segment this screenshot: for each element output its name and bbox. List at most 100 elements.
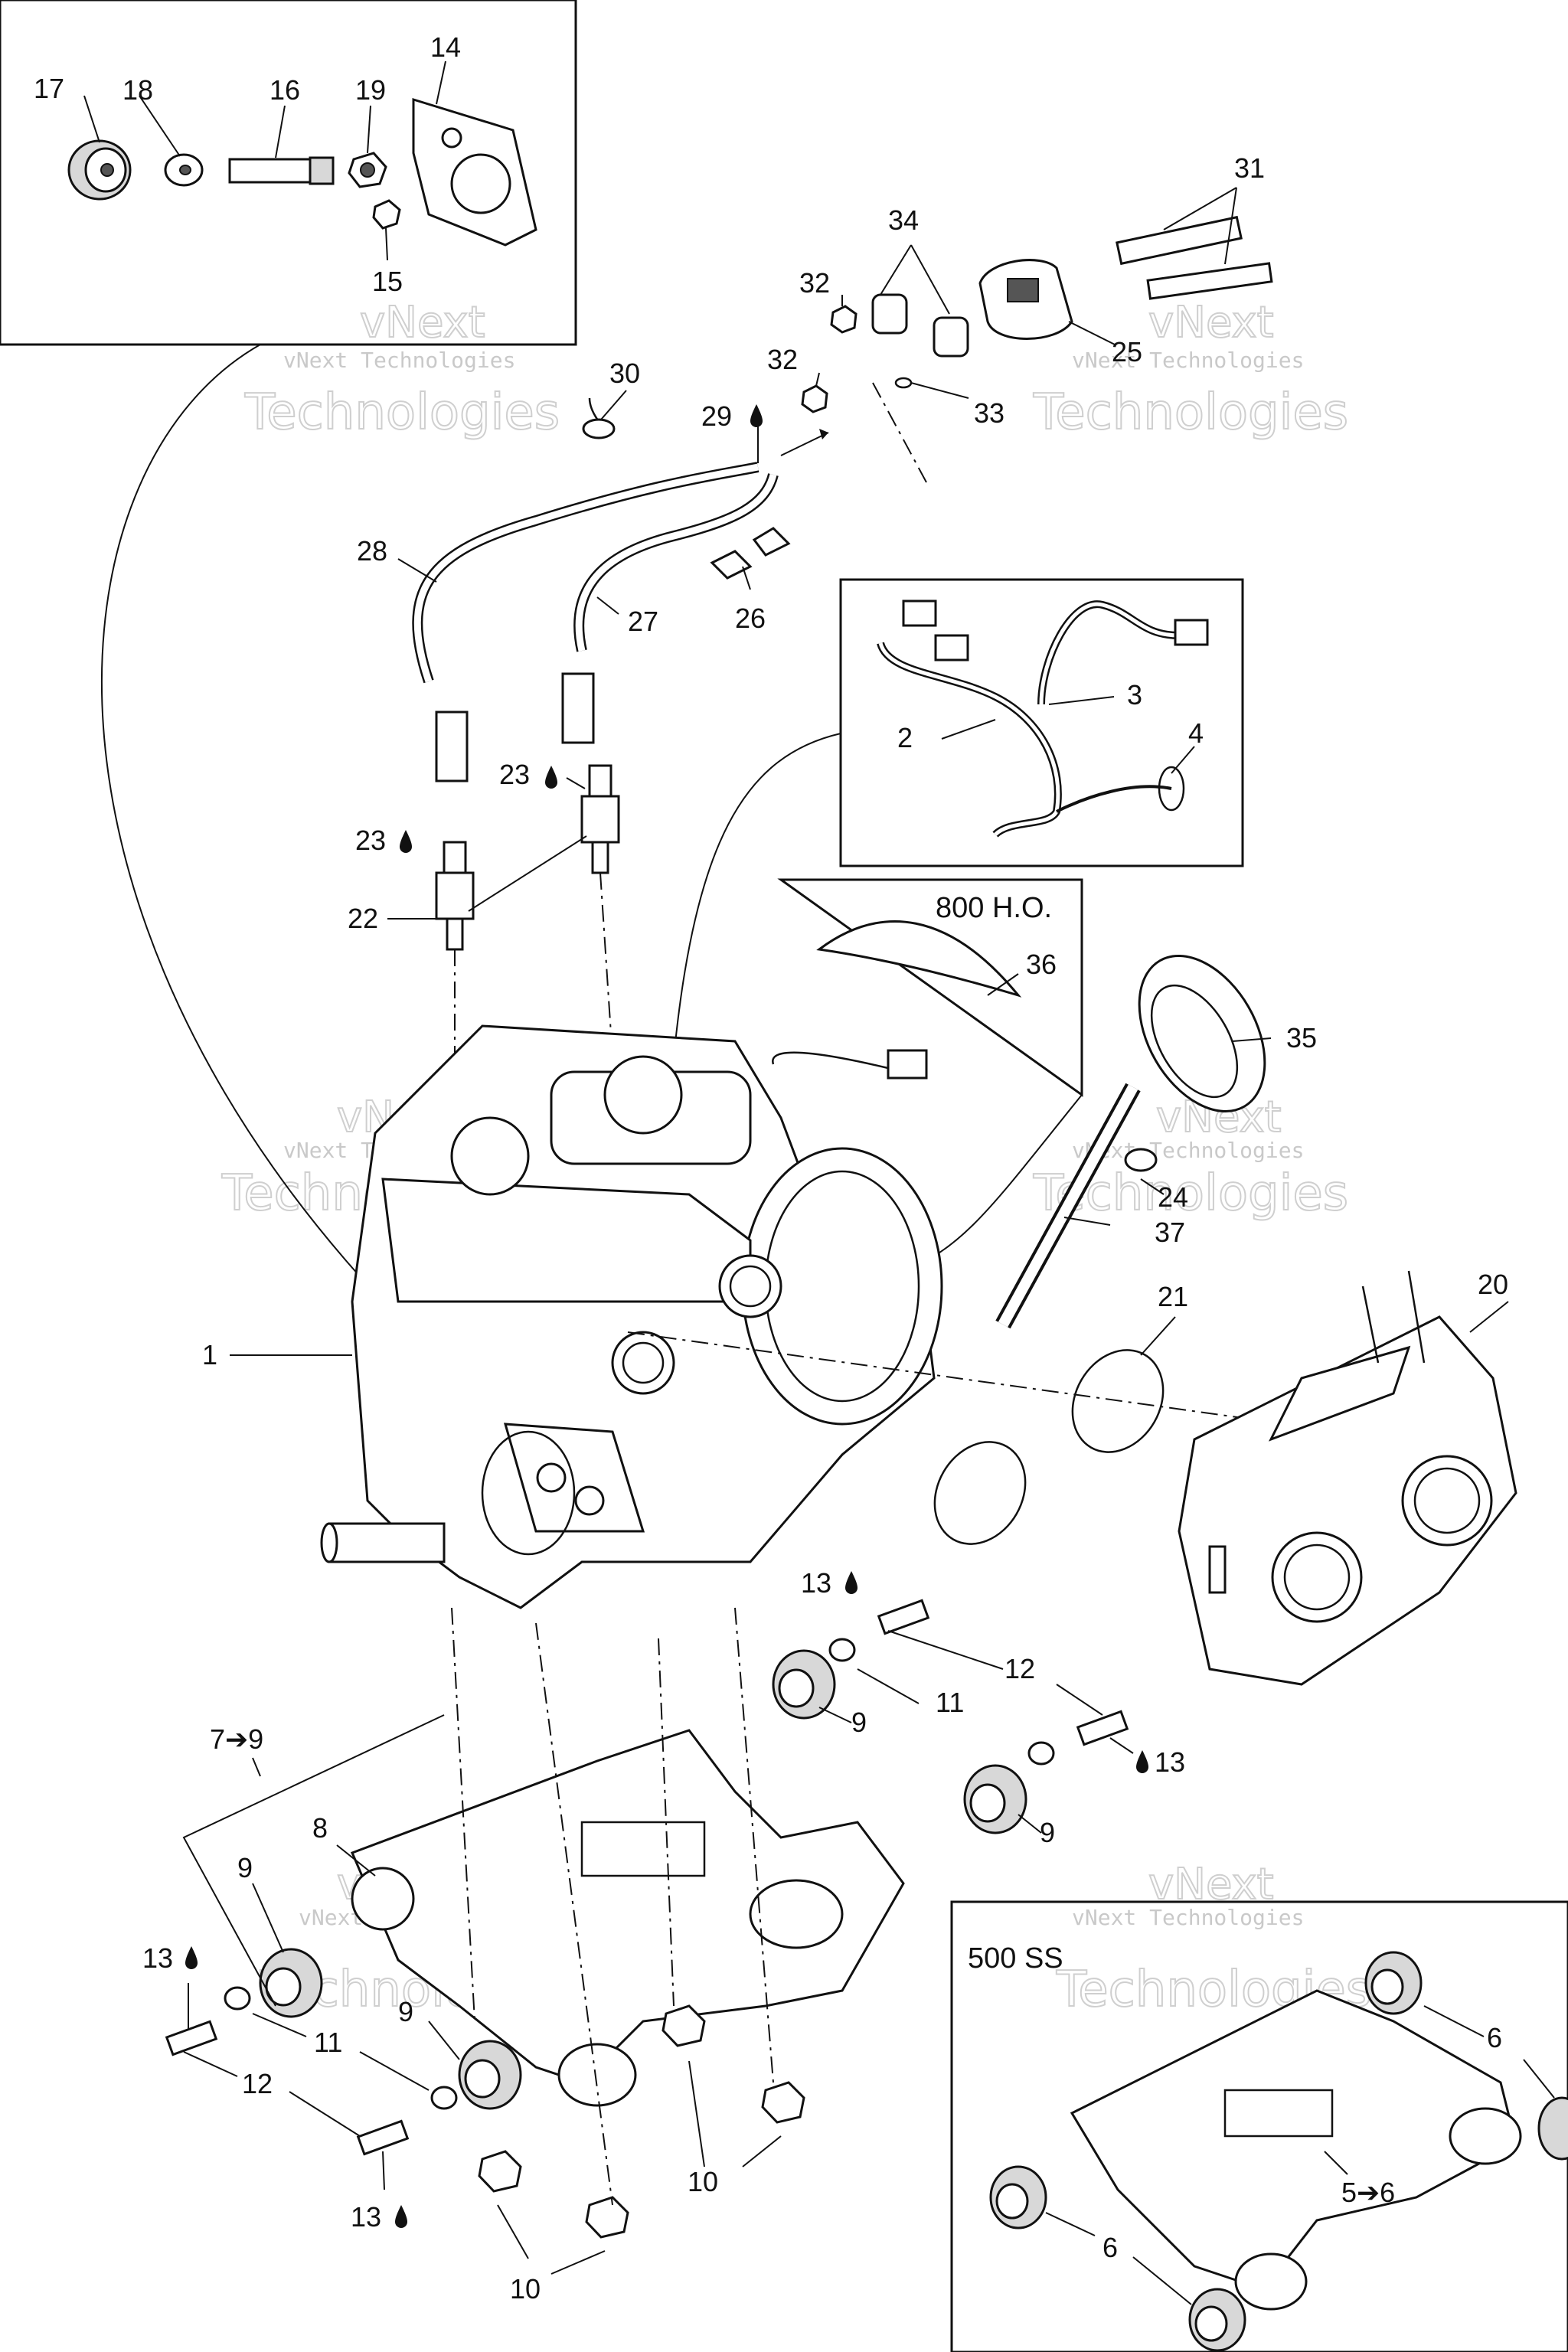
- variant-500-label: 500 SS: [968, 1942, 1063, 1975]
- inset-box-500-ss: 500 SS 6 6 5➔6: [950, 1900, 1568, 2352]
- callout-24: 24: [1158, 1181, 1188, 1213]
- liquid-drop-icon: [400, 830, 412, 853]
- callout-18: 18: [122, 74, 153, 106]
- part-19-nut: [348, 152, 387, 188]
- callout-3: 3: [1127, 679, 1142, 710]
- callout-13: 13: [351, 2201, 381, 2233]
- callout-37: 37: [1155, 1217, 1185, 1248]
- callout-17: 17: [34, 73, 64, 104]
- callout-5-to-6: 5➔6: [1341, 2177, 1395, 2208]
- spark-plug-wires: 30 29 28 27 26: [357, 358, 829, 782]
- callout-32: 32: [799, 267, 830, 299]
- part-32-nut: [830, 305, 858, 334]
- inset-box-oil-pump-mount: 17 18 16 19 14 15: [0, 0, 577, 346]
- callout-7-to-9: 7➔9: [210, 1723, 263, 1755]
- callout-10: 10: [510, 2273, 541, 2305]
- callout-26: 26: [735, 603, 766, 634]
- liquid-drop-icon: [395, 2205, 407, 2228]
- callout-31: 31: [1234, 152, 1265, 184]
- part-5-mount-plate: [1070, 1989, 1517, 2291]
- part-22-spark-plug: [435, 841, 475, 951]
- callout-25: 25: [1112, 336, 1142, 368]
- callout-9: 9: [851, 1707, 867, 1738]
- part-9-rubber-mount: [458, 2040, 522, 2110]
- filler-cap-group: 35 24 37: [995, 955, 1317, 1329]
- callout-21: 21: [1158, 1281, 1188, 1312]
- liquid-drop-icon: [545, 766, 557, 789]
- part-9-rubber-mount: [772, 1649, 836, 1720]
- callout-4: 4: [1188, 717, 1204, 749]
- callout-1: 1: [202, 1339, 217, 1370]
- liquid-drop-icon: [750, 404, 763, 427]
- arrow-icon: [819, 429, 828, 439]
- part-9-rubber-mount: [963, 1764, 1027, 1834]
- callout-23: 23: [499, 759, 530, 790]
- watermark-text: vNext Technologies: [1072, 1905, 1304, 1930]
- callout-9: 9: [398, 1996, 413, 2027]
- callout-28: 28: [357, 535, 387, 567]
- callout-30: 30: [609, 358, 640, 389]
- variant-500-frame: [950, 1900, 1568, 2352]
- liquid-drop-icon: [1136, 1750, 1148, 1773]
- leader-inset-to-engine: [101, 344, 514, 1425]
- callout-34: 34: [888, 204, 919, 236]
- variant-800-frame: [777, 878, 1083, 1097]
- callout-10: 10: [688, 2166, 718, 2197]
- callout-22: 22: [348, 903, 378, 934]
- part-31-bolt: [1116, 215, 1243, 266]
- callout-11: 11: [936, 1687, 964, 1718]
- callout-13: 13: [142, 1942, 173, 1974]
- watermark-text: vNext Technologies: [1072, 348, 1304, 373]
- liquid-drop-icon: [185, 1946, 198, 1969]
- watermark-text: vNext: [1148, 298, 1274, 348]
- callout-12: 12: [1004, 1653, 1035, 1684]
- spark-plugs: 22 23 23: [348, 759, 620, 1057]
- callout-20: 20: [1478, 1269, 1508, 1300]
- part-24-o-ring: [1124, 1148, 1158, 1172]
- engine-mount-assembly: 7➔9 8 9 9 9 9 10 10 11 11 12 12 13 13 13: [142, 1567, 1185, 2305]
- watermark-text: Technologies: [244, 384, 560, 441]
- callout-27: 27: [628, 606, 658, 637]
- part-6-rubber-mount: [1188, 2288, 1246, 2352]
- part-14-bracket: [412, 97, 537, 247]
- watermark-text: Technologies: [1033, 384, 1348, 441]
- ignition-coil-group: 31 34 32 32 33 25: [767, 152, 1273, 483]
- callout-36: 36: [1026, 949, 1057, 980]
- part-32-nut: [801, 384, 828, 413]
- callout-15: 15: [372, 266, 403, 297]
- callout-12: 12: [242, 2068, 273, 2099]
- part-21-clamps: 21: [933, 1281, 1188, 1545]
- part-16-shaft: [228, 156, 335, 185]
- liquid-drop-icon: [845, 1571, 858, 1594]
- inset-box-frame: [0, 0, 577, 346]
- callout-9: 9: [1040, 1817, 1055, 1848]
- callout-33: 33: [974, 397, 1004, 429]
- callout-14: 14: [430, 31, 461, 63]
- part-20-carburetors: 20: [1178, 1269, 1517, 1686]
- part-33-washer: [894, 377, 913, 389]
- callout-13: 13: [801, 1567, 831, 1599]
- harness-box-frame: [839, 578, 1244, 867]
- part-23-spark-plug: [580, 764, 620, 874]
- callout-35: 35: [1286, 1022, 1317, 1054]
- callout-11: 11: [314, 2027, 342, 2058]
- part-28-wire: [412, 462, 760, 684]
- callout-19: 19: [355, 74, 386, 106]
- inset-box-wiring-harness: 2 3 4: [839, 578, 1244, 867]
- part-6-rubber-mount: [1537, 2096, 1568, 2161]
- part-34-spacer: [871, 293, 908, 335]
- part-1-engine: 1: [202, 1024, 1287, 1609]
- part-4-tie: [1158, 766, 1185, 812]
- callout-23: 23: [355, 825, 386, 856]
- watermark-text: vNext: [360, 298, 485, 348]
- part-6-rubber-mount: [989, 2165, 1047, 2230]
- callout-9: 9: [237, 1852, 253, 1883]
- watermark-text: vNext Technologies: [283, 348, 515, 373]
- callout-13: 13: [1155, 1746, 1185, 1778]
- callout-6: 6: [1487, 2022, 1502, 2053]
- part-34-spacer: [933, 316, 969, 358]
- part-9-rubber-mount: [259, 1948, 323, 2018]
- callout-32: 32: [767, 344, 798, 375]
